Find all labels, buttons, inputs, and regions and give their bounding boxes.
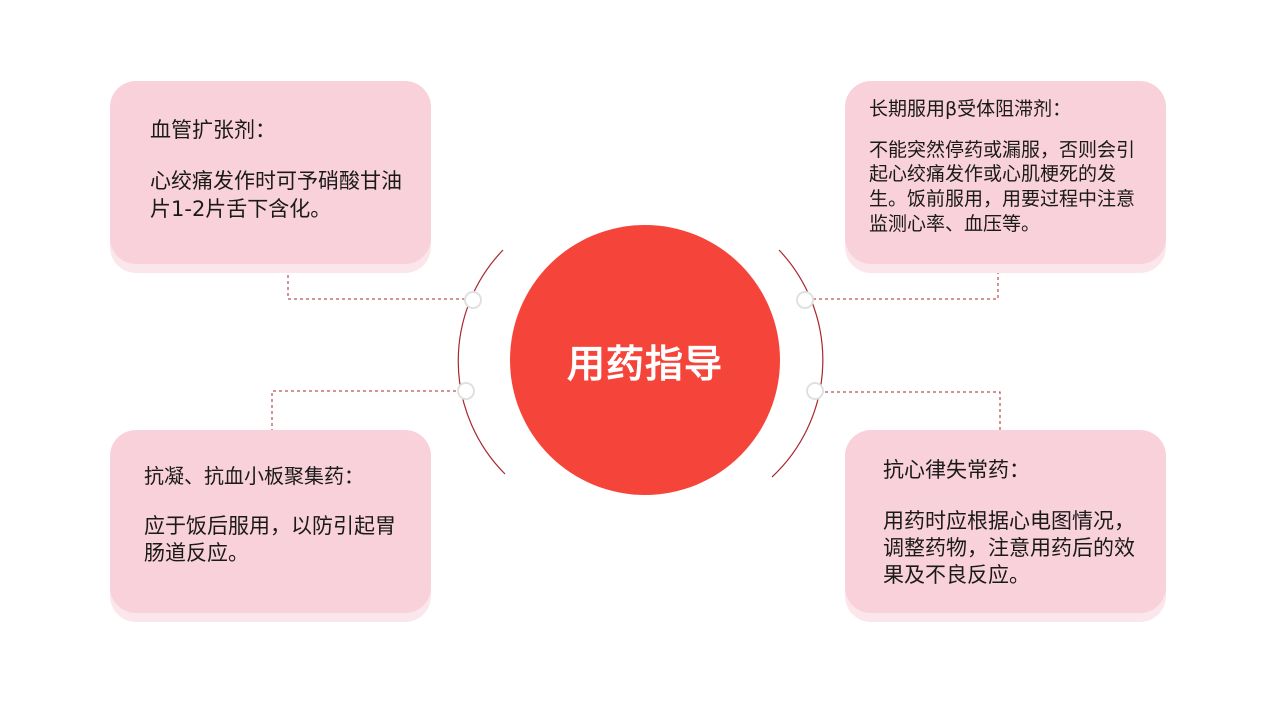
connector-bottom-left <box>271 390 466 432</box>
center-title: 用药指导 <box>566 341 723 386</box>
card-heading: 长期服用β受体阻滞剂： <box>869 98 1072 120</box>
node-top-left <box>464 291 482 309</box>
card-antiarrhythmic: 抗心律失常药： 用药时应根据心电图情况，调整药物，注意用药后的效果及不良反应。 <box>845 430 1166 613</box>
card-body: 心绞痛发作时可予硝酸甘油片1-2片舌下含化。 <box>150 169 402 221</box>
connector-top-left <box>287 275 472 300</box>
card-heading: 抗心律失常药： <box>883 458 1030 482</box>
card-anticoagulant: 抗凝、抗血小板聚集药： 应于饭后服用，以防引起胃肠道反应。 <box>110 430 431 613</box>
node-top-right <box>796 291 814 309</box>
connector-top-right <box>805 265 999 300</box>
card-body: 不能突然停药或漏服，否则会引起心绞痛发作或心肌梗死的发生。饭前服用，用要过程中注… <box>869 138 1136 235</box>
card-heading: 抗凝、抗血小板聚集药： <box>144 464 364 488</box>
node-bottom-right <box>806 382 824 400</box>
connector-bottom-right <box>815 391 1001 430</box>
right-arc <box>771 249 824 478</box>
card-heading: 血管扩张剂： <box>150 118 276 142</box>
card-vasodilator: 血管扩张剂： 心绞痛发作时可予硝酸甘油片1-2片舌下含化。 <box>110 81 431 264</box>
card-body: 应于饭后服用，以防引起胃肠道反应。 <box>144 514 396 566</box>
card-body: 用药时应根据心电图情况，调整药物，注意用药后的效果及不良反应。 <box>883 509 1135 587</box>
node-bottom-left <box>457 382 475 400</box>
center-circle: 用药指导 <box>510 225 780 495</box>
card-beta-blocker: 长期服用β受体阻滞剂： 不能突然停药或漏服，否则会引起心绞痛发作或心肌梗死的发生… <box>845 81 1166 264</box>
left-arc <box>457 249 506 475</box>
